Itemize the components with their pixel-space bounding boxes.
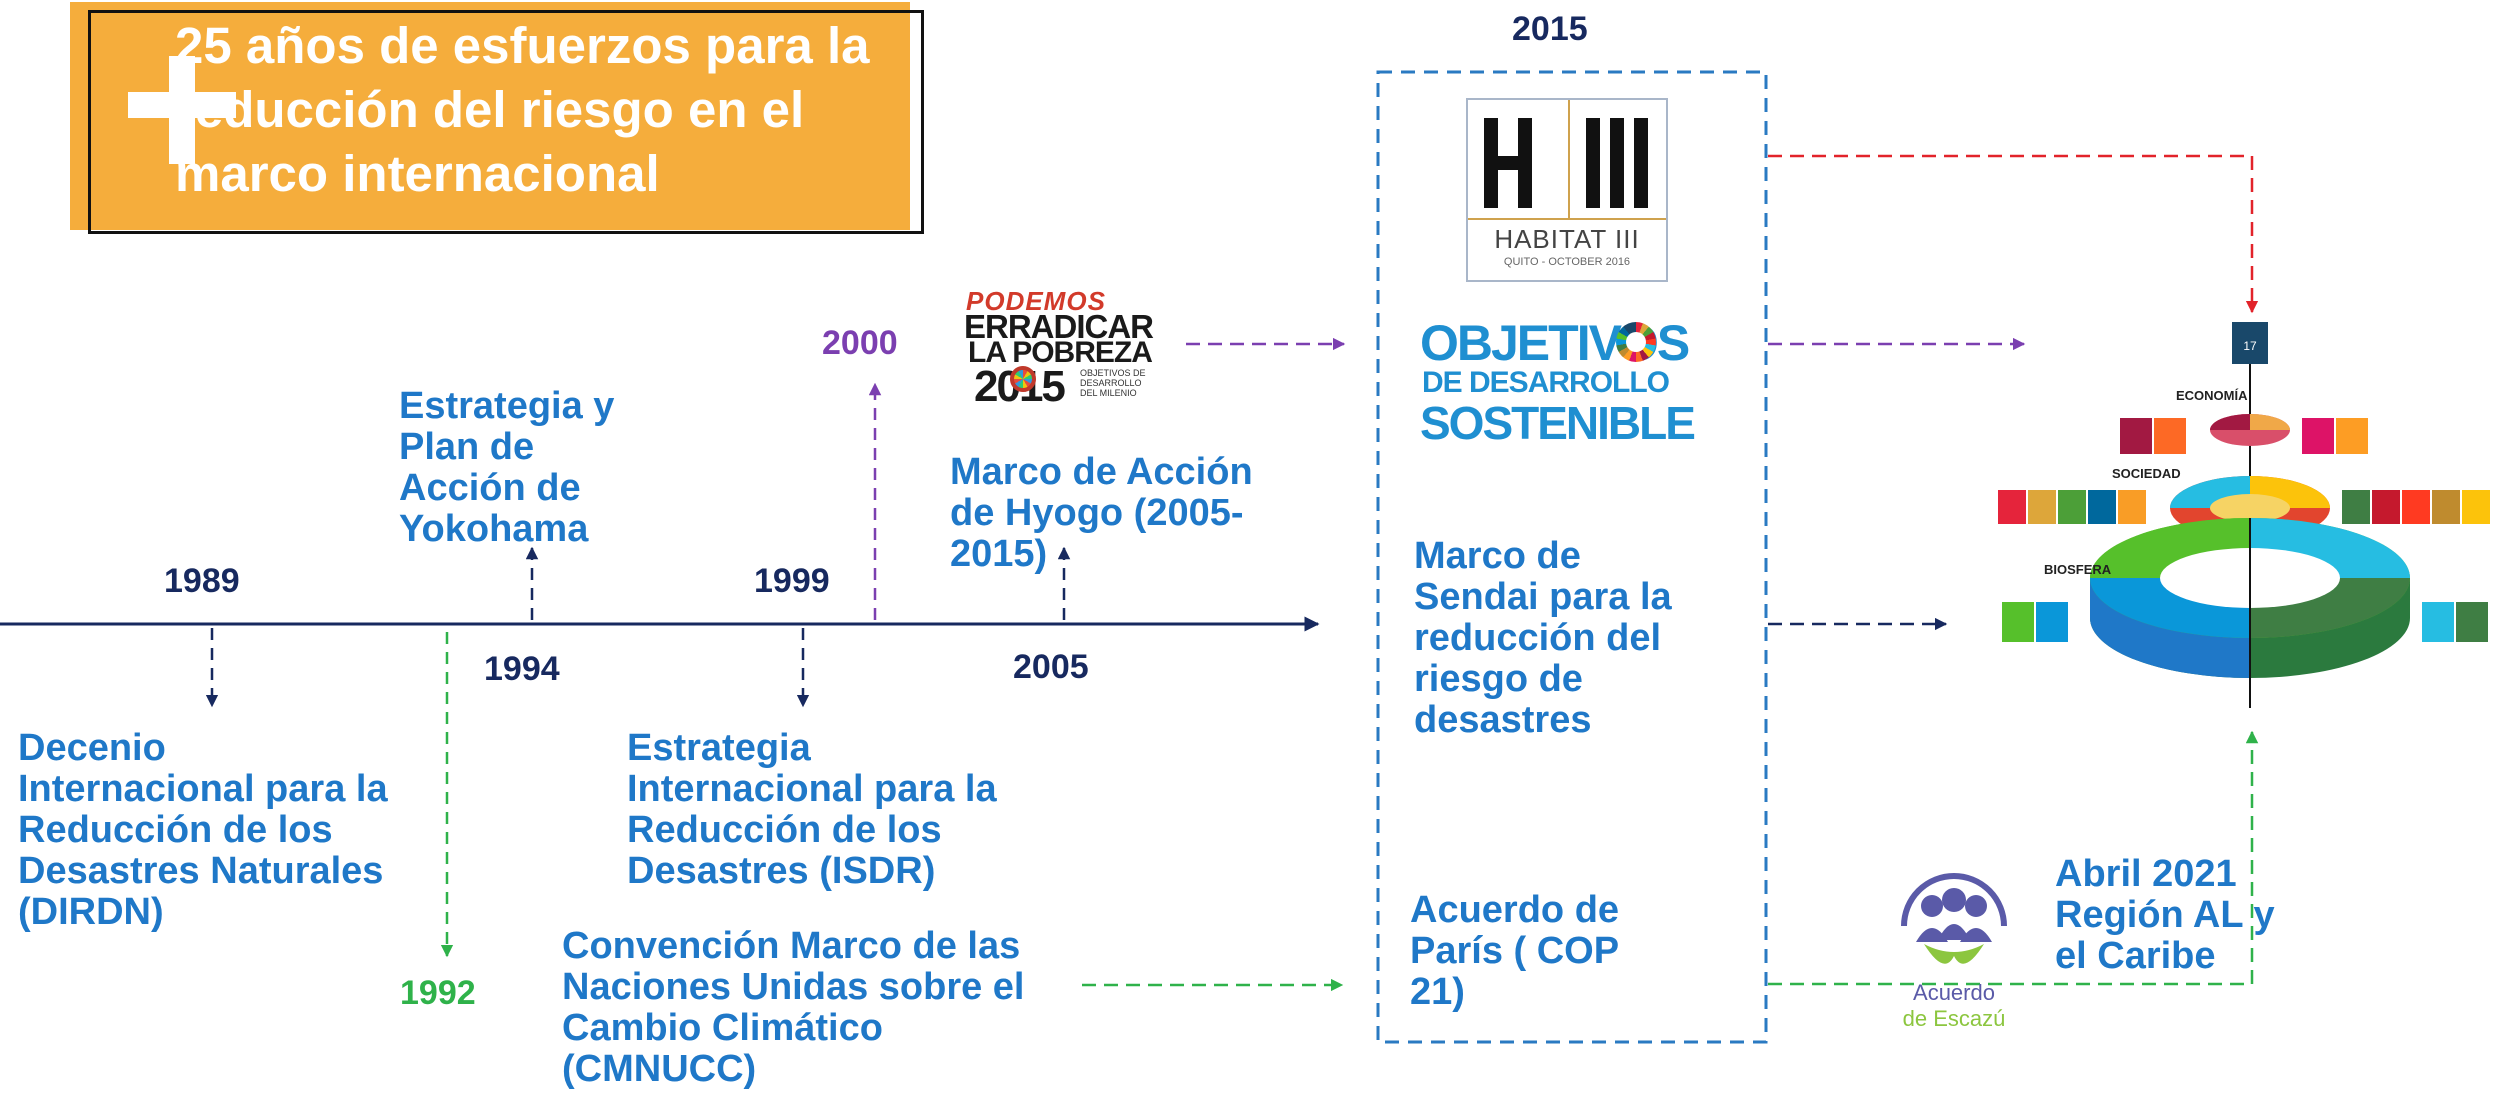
- habitat-divider: [1568, 100, 1570, 218]
- event-hyogo: Marco de Acción de Hyogo (2005-2015): [950, 451, 1253, 575]
- escazu-line1: Acuerdo: [1913, 980, 1995, 1005]
- habitat-name: HABITAT III: [1494, 224, 1640, 254]
- arrow-habitat-wheel: [1768, 154, 2259, 314]
- event-paris: Acuerdo de París ( COP 21): [1410, 889, 1620, 1013]
- ods-wheel-icon: [1616, 322, 1656, 362]
- event-cmnucc: Convención Marco de las Naciones Unidas …: [562, 925, 1025, 1090]
- mdg-podemos: PODEMOS: [966, 286, 1106, 316]
- mdg-sub2: DESARROLLO: [1080, 378, 1142, 388]
- mdg-wheel-icon: [1010, 366, 1036, 392]
- people-leaf-icon: [1901, 873, 2007, 964]
- event-yokohama: Estrategia y Plan de Acción de Yokohama: [399, 385, 615, 550]
- habitat-hline: [1468, 218, 1666, 220]
- habitat-iii-icon: [1586, 118, 1648, 208]
- wheel-sociedad: SOCIEDAD: [2112, 466, 2181, 481]
- mdg-subtitle: OBJETIVOS DE DESARROLLO DEL MILENIO: [1080, 368, 1146, 398]
- escazu-logo: Acuerdo de Escazú: [1884, 856, 2024, 1036]
- wheel-biosfera: BIOSFERA: [2044, 562, 2112, 577]
- frame-2015: [1376, 70, 1768, 1044]
- sdg-tiles-biosfera: [2002, 602, 2488, 642]
- svg-text:17: 17: [2243, 339, 2257, 353]
- page-title: 25 años de esfuerzos para la reducción d…: [175, 17, 870, 202]
- year-1989: 1989: [164, 562, 240, 600]
- wheel-economia: ECONOMÍA: [2176, 388, 2248, 403]
- ods-logo: OBJETIVOS DE DESARROLLO SOSTENIBLE: [1420, 314, 1740, 454]
- habitat-h-icon: [1484, 118, 1532, 208]
- mdg-erradicar: ERRADICAR: [964, 308, 1154, 345]
- mdg-pobreza: LA POBREZA: [968, 336, 1153, 369]
- event-isdr: Estrategia Internacional para la Reducci…: [627, 727, 997, 892]
- ods-line2: DE DESARROLLO: [1422, 366, 1670, 399]
- mdg-sub1: OBJETIVOS DE: [1080, 368, 1146, 378]
- ods-line3: SOSTENIBLE: [1420, 397, 1696, 449]
- year-1992: 1992: [400, 974, 476, 1012]
- event-sendai: Marco de Sendai para la reducción del ri…: [1414, 535, 1672, 741]
- year-2015: 2015: [1512, 10, 1588, 48]
- arrow-paris-wheel: [1768, 730, 2259, 986]
- year-1999: 1999: [754, 562, 830, 600]
- sdg-wheel-graphic: 17: [1998, 322, 2490, 718]
- mdg-logo: PODEMOS ERRADICAR LA POBREZA 2015 OBJETI…: [962, 286, 1176, 411]
- mdg-sub3: DEL MILENIO: [1080, 388, 1137, 398]
- sdg-wheel: 17: [1990, 318, 2504, 718]
- year-1994: 1994: [484, 650, 560, 688]
- title-frame: [88, 10, 924, 234]
- sdg-tiles-economia: [2120, 418, 2368, 454]
- escazu-line2: de Escazú: [1902, 1006, 2006, 1031]
- event-decenio: Decenio Internacional para la Reducción …: [18, 727, 388, 933]
- habitat-sub: QUITO - OCTOBER 2016: [1503, 256, 1631, 268]
- year-2000: 2000: [822, 324, 898, 362]
- year-2005: 2005: [1013, 648, 1089, 686]
- habitat-logo: HABITAT III QUITO - OCTOBER 2016: [1466, 98, 1668, 282]
- plus-icon-vertical: [169, 56, 195, 164]
- event-escazu: Abril 2021 Región AL y el Caribe: [2055, 853, 2275, 977]
- sdg-tiles-sociedad: [1998, 490, 2490, 524]
